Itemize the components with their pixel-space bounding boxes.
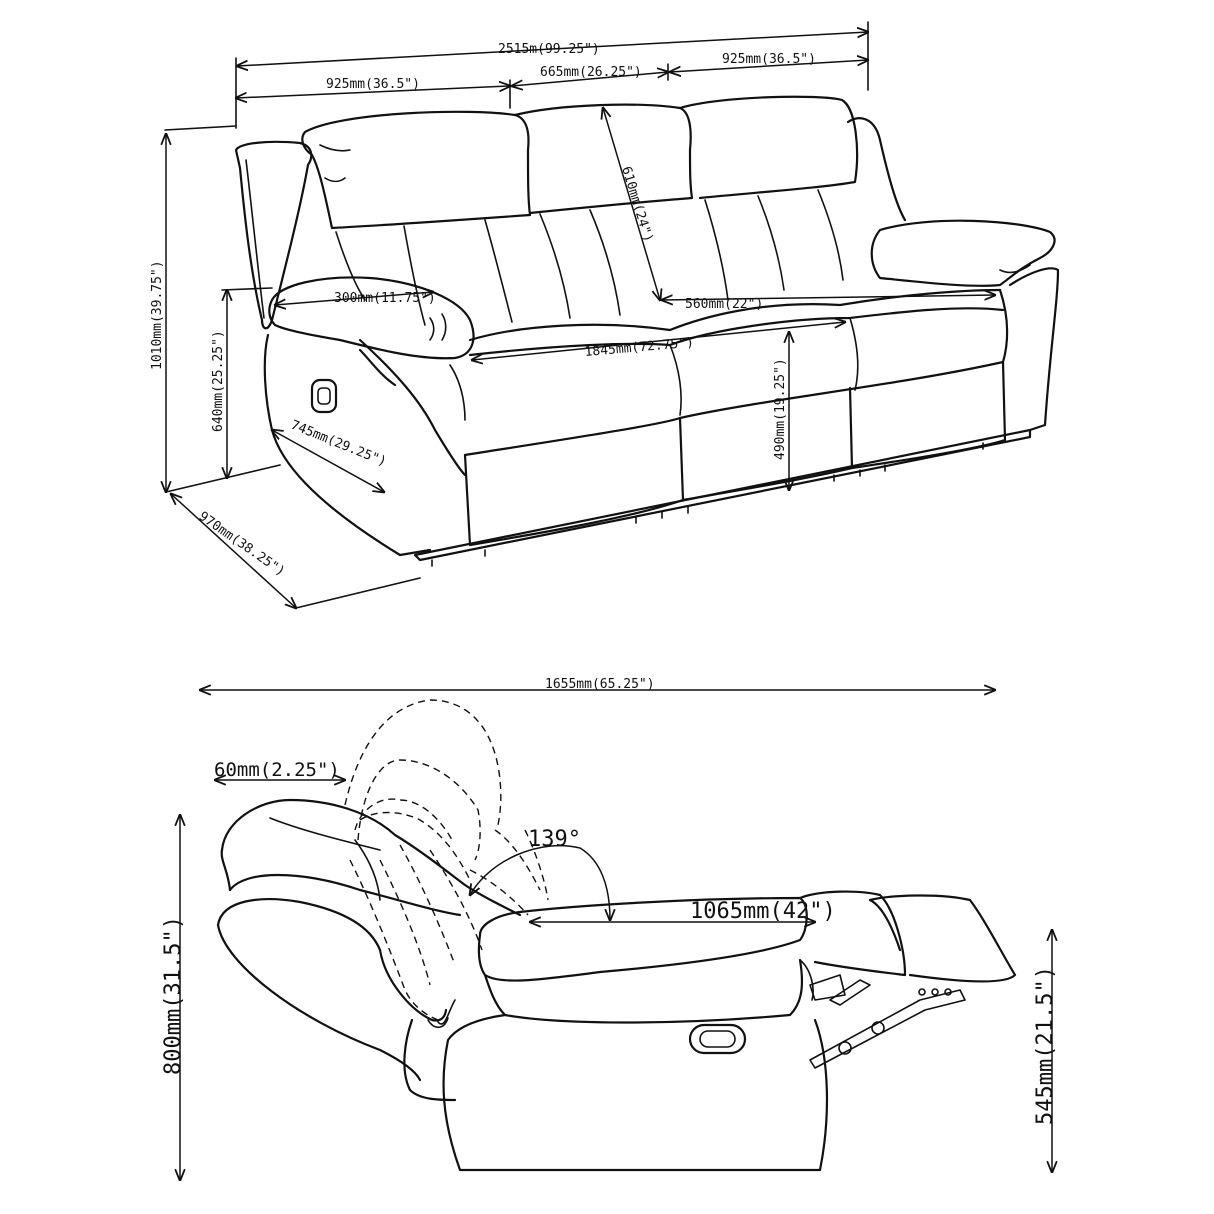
reclined-length-label: 1655mm(65.25") (545, 677, 655, 692)
recline-angle-label: 139° (528, 827, 581, 852)
seat-width-label: 1845mm(72.75") (584, 335, 694, 359)
overall-width-label: 2515m(99.25") (498, 42, 600, 57)
footrest-height-label: 545mm(21.5") (1033, 966, 1058, 1125)
seat-to-footrest-label: 1065mm(42") (690, 899, 836, 924)
seat-depth-label: 560mm(22") (685, 297, 763, 312)
arm-height-label: 640mm(25.25") (211, 330, 226, 432)
right-section-width-label: 925mm(36.5") (722, 52, 816, 67)
middle-section-width-label: 665mm(26.25") (540, 65, 642, 80)
recliner-drawing (180, 690, 1052, 1180)
recliner-height-label: 800mm(31.5") (161, 916, 186, 1075)
wall-clearance-label: 60mm(2.25") (214, 759, 340, 781)
sofa-drawing (234, 95, 1060, 567)
arm-depth-label: 745mm(29.25") (289, 418, 389, 470)
arm-width-label: 300mm(11.75") (334, 291, 436, 306)
sofa-dimensions (165, 21, 995, 608)
left-section-width-label: 925mm(36.5") (326, 77, 420, 92)
seat-height-label: 490mm(19.25") (773, 358, 788, 460)
overall-depth-label: 970mm(38.25") (196, 509, 288, 580)
overall-height-label: 1010mm(39.75") (150, 260, 165, 370)
